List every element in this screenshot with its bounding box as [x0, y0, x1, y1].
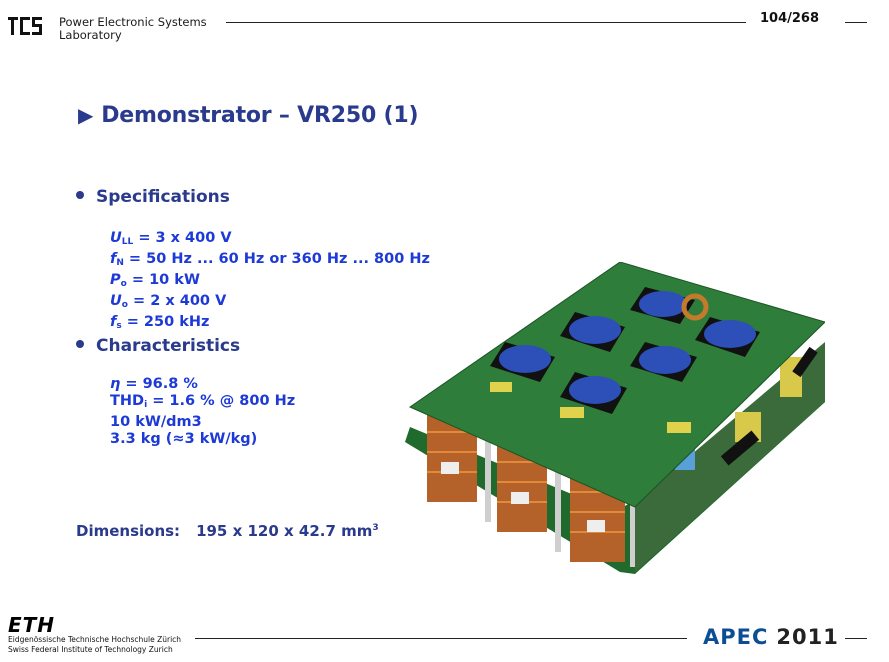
pes-logo-icon [8, 17, 42, 35]
item-text: 10 kW/dm3 [110, 414, 202, 430]
item-subscript: o [120, 279, 127, 289]
header-dash [845, 22, 867, 23]
dimensions-value-text: 195 x 120 x 42.7 mm [196, 522, 373, 540]
specifications-item: Po = 10 kW [110, 272, 430, 293]
item-symbol: f [110, 314, 117, 330]
item-subscript: i [144, 400, 148, 410]
item-symbol: U [110, 293, 122, 309]
characteristics-item: 10 kW/dm3 [110, 414, 295, 431]
item-subscript: s [116, 321, 122, 331]
header-divider [226, 22, 746, 23]
item-symbol: THD [110, 393, 145, 409]
bullet-icon [76, 191, 84, 199]
conference-name: APEC [703, 625, 769, 649]
characteristics-item: THDi = 1.6 % @ 800 Hz [110, 393, 295, 414]
page-number: 104/268 [760, 11, 820, 26]
specifications-heading-text: Specifications [96, 187, 230, 207]
characteristics-heading: Characteristics [76, 336, 240, 356]
characteristics-heading-text: Characteristics [96, 336, 241, 356]
conference-year: 2011 [776, 625, 839, 649]
footer-dash [845, 638, 867, 639]
item-symbol: f [110, 251, 117, 267]
item-text: = 2 x 400 V [127, 293, 227, 309]
item-text: = 50 Hz ... 60 Hz or 360 Hz ... 800 Hz [123, 251, 430, 267]
eth-institution-name: Eidgenössische Technische Hochschule Zür… [8, 635, 181, 655]
specifications-item: fN = 50 Hz ... 60 Hz or 360 Hz ... 800 H… [110, 251, 430, 272]
item-symbol: η [110, 376, 121, 392]
item-text: 3.3 kg (≈3 kW/kg) [110, 431, 258, 447]
dimensions-label: Dimensions: [76, 522, 181, 540]
lab-name-line2: Laboratory [59, 28, 122, 42]
characteristics-item: 3.3 kg (≈3 kW/kg) [110, 431, 295, 448]
specifications-item: fs = 250 kHz [110, 314, 430, 335]
conference-logo: APEC 2011 [703, 625, 839, 649]
play-triangle-icon: ▶ [78, 103, 94, 127]
item-text: = 10 kW [126, 272, 200, 288]
lab-name: Power Electronic Systems Laboratory [59, 16, 207, 42]
specifications-heading: Specifications [76, 187, 230, 207]
specifications-item: ULL = 3 x 400 V [110, 230, 430, 251]
lab-name-line1: Power Electronic Systems [59, 15, 207, 29]
dimensions: Dimensions: 195 x 120 x 42.7 mm3 [76, 522, 379, 540]
dimensions-exponent: 3 [372, 523, 379, 533]
eth-line-english: Swiss Federal Institute of Technology Zu… [8, 645, 173, 654]
eth-line-german: Eidgenössische Technische Hochschule Zür… [8, 635, 182, 644]
bullet-icon [76, 340, 84, 348]
item-symbol: U [110, 230, 122, 246]
dimensions-value: 195 x 120 x 42.7 mm3 [196, 522, 379, 540]
pcb-photo [405, 262, 825, 574]
slide-title: ▶ Demonstrator – VR250 (1) [78, 103, 419, 128]
item-symbol: P [110, 272, 121, 288]
item-text: = 96.8 % [120, 376, 198, 392]
characteristics-item: η = 96.8 % [110, 376, 295, 393]
eth-logo: ETH [8, 613, 56, 637]
transformer-group [490, 287, 760, 414]
slide-title-text: Demonstrator – VR250 (1) [101, 103, 419, 128]
item-subscript: o [121, 300, 128, 310]
item-text: = 250 kHz [121, 314, 210, 330]
item-text: = 1.6 % @ 800 Hz [147, 393, 296, 409]
item-text: = 3 x 400 V [133, 230, 232, 246]
specifications-item: Uo = 2 x 400 V [110, 293, 430, 314]
item-subscript: N [116, 258, 124, 268]
footer-divider [195, 638, 687, 639]
item-subscript: LL [121, 237, 134, 247]
